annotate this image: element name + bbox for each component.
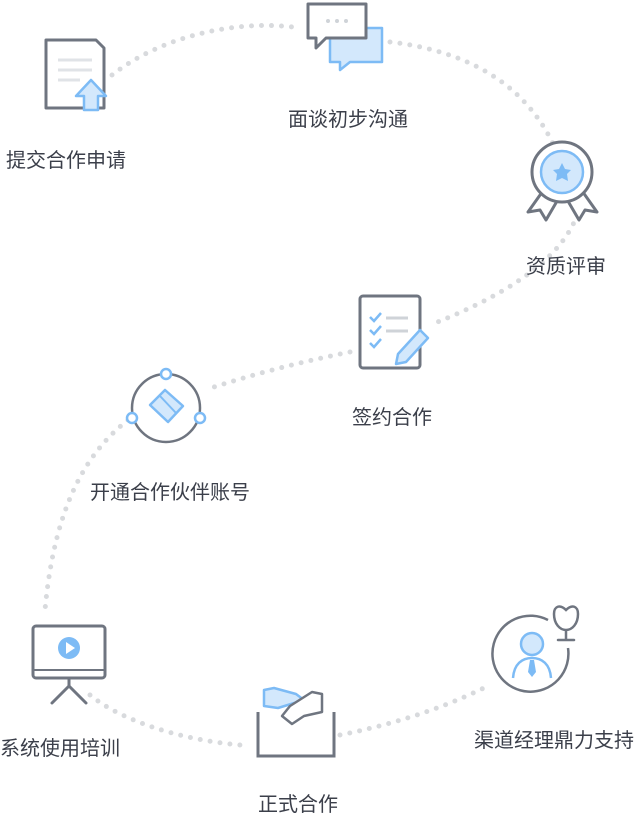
contract-sign-icon <box>358 294 430 370</box>
presentation-screen-icon <box>31 624 107 705</box>
handshake-box-icon <box>256 686 336 758</box>
award-medal-icon <box>526 140 599 222</box>
step-label-support: 渠道经理鼎力支持 <box>474 728 634 752</box>
step-label-training: 系统使用培训 <box>0 736 120 760</box>
step-label-contract: 签约合作 <box>352 405 432 429</box>
step-label-formal: 正式合作 <box>258 792 338 816</box>
manager-flower-icon <box>491 605 580 693</box>
step-label-meeting: 面谈初步沟通 <box>288 107 408 131</box>
step-label-review: 资质评审 <box>526 254 606 278</box>
step-label-account: 开通合作伙伴账号 <box>90 480 250 504</box>
chat-bubbles-icon <box>306 2 384 72</box>
document-upload-icon <box>44 38 108 112</box>
connector-path <box>42 22 583 748</box>
step-label-submit: 提交合作申请 <box>6 148 126 172</box>
handshake-ring-icon <box>125 367 207 444</box>
